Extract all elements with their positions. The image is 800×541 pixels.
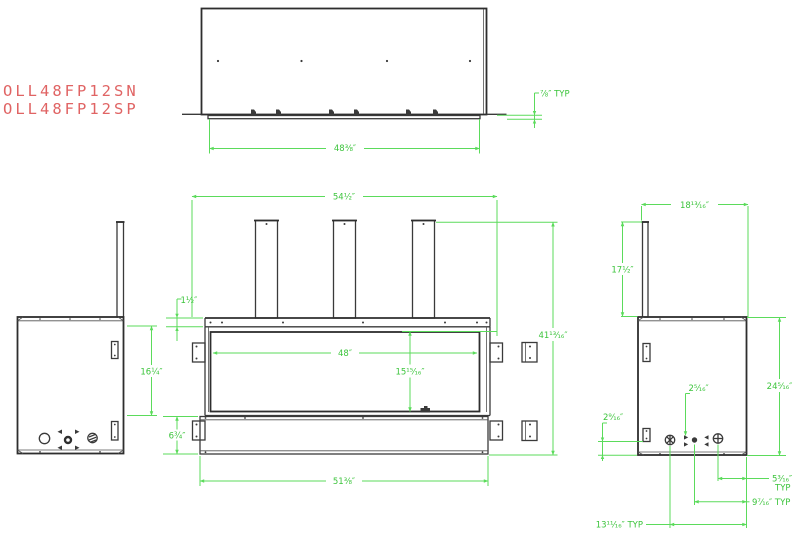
left-view-body <box>16 316 125 455</box>
dim-valve-offset: 2⁵⁄₁₆″ <box>689 384 709 394</box>
dim-overall-width: 54½″ <box>333 193 355 203</box>
front-view-side-brackets <box>191 341 538 442</box>
dim-glass-height: 15¹⁵⁄₁₆″ <box>395 368 424 378</box>
left-view-controls <box>38 429 98 450</box>
control-knob-icon <box>63 435 73 445</box>
top-view-clips <box>251 109 438 115</box>
front-view-base <box>199 415 489 455</box>
left-view-clips <box>110 340 119 441</box>
dim-top-flange-width: 48⅜″ <box>334 144 356 154</box>
front-view-glass-opening <box>209 331 481 413</box>
left-view-dimensions: 16¼″ <box>127 325 164 416</box>
dim-base-height: 6¾″ <box>169 432 186 442</box>
left-side-view: 16¼″ <box>16 221 164 455</box>
dim-overall-height: 41¹³⁄₁₆″ <box>538 331 567 341</box>
right-view-controls <box>664 433 724 447</box>
right-view-clips <box>642 342 651 443</box>
model-line-2: OLL48FP12SP <box>3 100 139 118</box>
top-view: 48⅜″ ⅞″ TYP <box>182 7 570 154</box>
dim-top-flange-height: 1½″ <box>181 296 198 306</box>
front-view-top-flange <box>204 317 491 328</box>
dim-base-width: 51⅜″ <box>333 477 355 487</box>
control-knob-icon <box>691 437 698 443</box>
right-view-dimensions: 18¹³⁄₁₆″ 17½″ 24⁵⁄₁₆″ 2⁵⁄₁₆″ 2⁹⁄₁₆″ <box>596 198 800 531</box>
top-view-width-dimension: 48⅜″ <box>209 119 480 154</box>
dim-gas-conn-3: 13¹¹⁄₁₆″ TYP <box>596 521 643 531</box>
right-view-body <box>637 316 748 456</box>
dim-body-height: 24⁵⁄₁₆″ <box>767 382 793 392</box>
gas-inlet-icon <box>664 434 676 446</box>
control-opening-icon <box>38 432 51 445</box>
right-side-view: 18¹³⁄₁₆″ 17½″ 24⁵⁄₁₆″ 2⁵⁄₁₆″ 2⁹⁄₁₆″ <box>596 198 800 531</box>
electrical-inlet-icon <box>712 433 724 444</box>
front-view-igniter <box>420 408 430 413</box>
front-view-dimensions: 54½″ 41¹³⁄₁₆″ 1½″ 48″ 15¹⁵⁄₁₆″ 6 <box>163 190 577 487</box>
top-view-body <box>200 7 488 116</box>
dim-rear-flue-height: 17½″ <box>611 266 633 276</box>
model-line-1: OLL48FP12SN <box>3 82 139 100</box>
model-number-block: OLL48FP12SN OLL48FP12SP <box>3 82 139 118</box>
dim-bracket-offset: 2⁹⁄₁₆″ <box>603 413 623 423</box>
top-view-flange-drop-dimension: ⅞″ TYP <box>497 90 570 128</box>
dim-gas-conn-1-typ: TYP <box>774 484 791 494</box>
top-view-front-flange <box>207 114 481 120</box>
dim-opening-depth: 16¼″ <box>140 368 162 378</box>
screw-icon <box>87 432 98 444</box>
dim-glass-width: 48″ <box>338 349 352 359</box>
front-view: 54½″ 41¹³⁄₁₆″ 1½″ 48″ 15¹⁵⁄₁₆″ 6 <box>163 190 577 487</box>
dim-gas-conn-1: 5³⁄₁₆″ <box>772 475 792 485</box>
front-view-firebox <box>204 326 491 417</box>
dim-overall-depth: 18¹³⁄₁₆″ <box>680 201 709 211</box>
dim-top-flange-drop: ⅞″ TYP <box>540 90 570 100</box>
dim-gas-conn-2: 9⁷⁄₁₆″ TYP <box>752 498 790 508</box>
